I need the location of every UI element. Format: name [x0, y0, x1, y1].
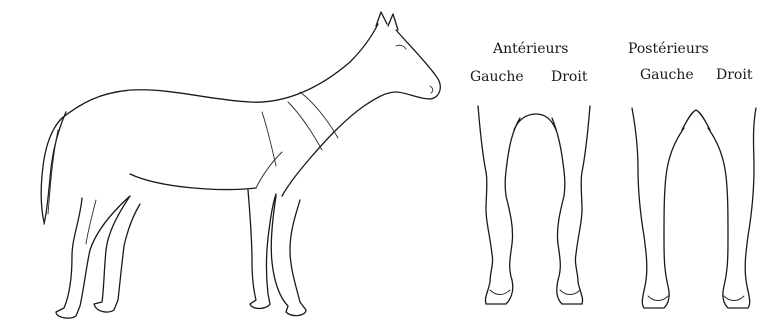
- hind-tail-arch: [682, 110, 710, 130]
- hind-right-leg: [708, 108, 756, 308]
- posterieurs-label: Postérieurs: [628, 41, 709, 57]
- front-right-label: Droit: [551, 69, 587, 85]
- hind-left-leg: [632, 108, 684, 308]
- hind-left-label: Gauche: [640, 67, 694, 83]
- hind-right-label: Droit: [716, 67, 752, 83]
- front-left-label: Gauche: [470, 69, 524, 85]
- anterieurs-label: Antérieurs: [493, 41, 568, 57]
